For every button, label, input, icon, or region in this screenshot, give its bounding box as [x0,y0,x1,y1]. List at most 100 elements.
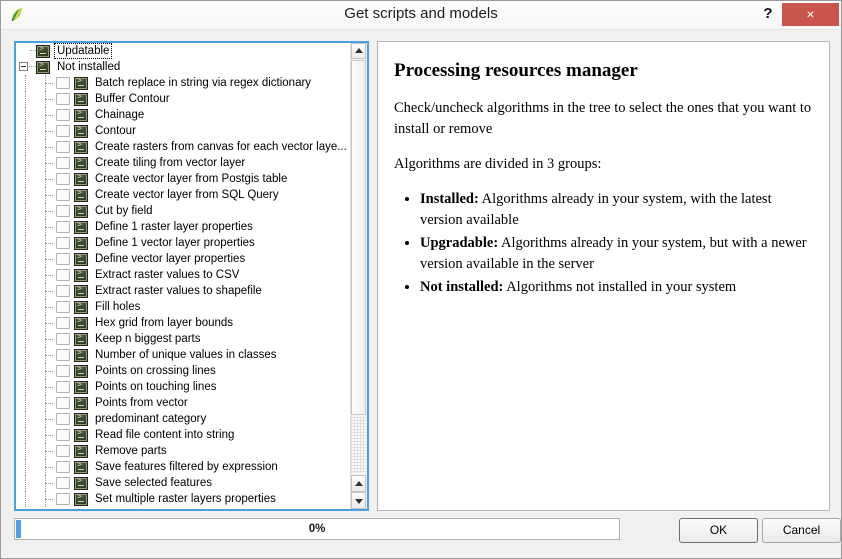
chevron-up-icon [354,480,363,486]
tree-item-row[interactable]: Create tiling from vector layer [16,155,351,171]
tree-group-row[interactable]: Not installed [16,59,351,75]
algorithms-tree[interactable]: UpdatableNot installedBatch replace in s… [14,41,369,511]
algorithm-checkbox[interactable] [56,397,70,409]
description-bullet: Upgradable: Algorithms already in your s… [420,233,813,275]
close-icon[interactable]: × [782,3,839,26]
tree-item-row[interactable]: Hex grid from layer bounds [16,315,351,331]
tree-guide-line [16,251,36,267]
script-icon [74,156,88,170]
tree-item-row[interactable]: Chainage [16,107,351,123]
cancel-button[interactable]: Cancel [762,518,841,543]
tree-item-row[interactable]: Define 1 vector layer properties [16,235,351,251]
scrollbar-up-button-top[interactable] [351,43,366,59]
scrollbar-down-button[interactable] [351,492,366,509]
collapse-toggle-icon[interactable] [16,59,36,75]
minus-icon [19,62,28,71]
scrollbar-step-buttons[interactable] [351,475,366,509]
tree-item-row[interactable]: Set multiple raster layers properties [16,491,351,507]
algorithm-checkbox[interactable] [56,445,70,457]
tree-item-row[interactable]: Read file content into string [16,427,351,443]
tree-item-row[interactable]: Fill holes [16,299,351,315]
algorithm-checkbox[interactable] [56,269,70,281]
tree-guide-line [36,283,56,299]
algorithm-checkbox[interactable] [56,349,70,361]
scrollbar-thumb[interactable] [351,60,366,415]
algorithm-checkbox[interactable] [56,221,70,233]
algorithm-checkbox[interactable] [56,173,70,185]
tree-guide-line [36,411,56,427]
algorithm-checkbox[interactable] [56,141,70,153]
algorithm-label: Create vector layer from Postgis table [95,173,288,185]
algorithm-checkbox[interactable] [56,493,70,505]
scrollbar-up-button[interactable] [351,475,366,492]
tree-scrollbar[interactable] [350,43,367,509]
algorithm-checkbox[interactable] [56,413,70,425]
expand-toggle-icon[interactable] [16,43,36,59]
algorithm-checkbox[interactable] [56,477,70,489]
tree-item-row[interactable]: Cut by field [16,203,351,219]
tree-group-row[interactable]: Updatable [16,43,351,59]
bullet-term: Upgradable: [420,235,499,252]
algorithm-checkbox[interactable] [56,93,70,105]
scrollbar-track[interactable] [351,417,366,473]
algorithm-label: Extract raster values to CSV [95,269,240,281]
algorithm-checkbox[interactable] [56,365,70,377]
algorithm-checkbox[interactable] [56,157,70,169]
tree-item-row[interactable]: Number of unique values in classes [16,347,351,363]
help-icon[interactable]: ? [763,5,773,22]
algorithm-checkbox[interactable] [56,237,70,249]
tree-guide-line [36,459,56,475]
algorithm-checkbox[interactable] [56,285,70,297]
tree-item-row[interactable]: Batch replace in string via regex dictio… [16,75,351,91]
algorithm-label: Contour [95,125,136,137]
tree-item-row[interactable]: Define 1 raster layer properties [16,219,351,235]
tree-item-row[interactable]: Create vector layer from Postgis table [16,171,351,187]
tree-item-row[interactable]: Points on touching lines [16,379,351,395]
tree-item-row[interactable]: Keep n biggest parts [16,331,351,347]
algorithm-checkbox[interactable] [56,205,70,217]
algorithm-checkbox[interactable] [56,333,70,345]
algorithm-checkbox[interactable] [56,381,70,393]
description-bullet: Installed: Algorithms already in your sy… [420,189,813,231]
bullet-text: Algorithms already in your system, but w… [420,235,807,273]
algorithm-checkbox[interactable] [56,301,70,313]
script-icon [36,60,50,74]
tree-guide-line [16,91,36,107]
tree-guide-line [36,251,56,267]
script-icon [74,188,88,202]
script-icon [74,364,88,378]
title-bar: Get scripts and models ? × [1,1,841,30]
algorithm-checkbox[interactable] [56,253,70,265]
tree-item-row[interactable]: Extract raster values to CSV [16,267,351,283]
tree-guide-line [16,203,36,219]
algorithm-checkbox[interactable] [56,109,70,121]
tree-item-row[interactable]: Save features filtered by expression [16,459,351,475]
tree-item-row[interactable]: Remove parts [16,443,351,459]
ok-button[interactable]: OK [679,518,758,543]
tree-guide-line [16,155,36,171]
tree-item-row[interactable]: Points from vector [16,395,351,411]
tree-guide-line [16,347,36,363]
algorithm-label: Buffer Contour [95,93,170,105]
tree-item-row[interactable]: Contour [16,123,351,139]
algorithm-checkbox[interactable] [56,429,70,441]
algorithm-checkbox[interactable] [56,77,70,89]
tree-item-row[interactable]: Create vector layer from SQL Query [16,187,351,203]
algorithm-checkbox[interactable] [56,317,70,329]
algorithm-checkbox[interactable] [56,125,70,137]
algorithm-label: Points on touching lines [95,381,217,393]
tree-item-row[interactable]: Points on crossing lines [16,363,351,379]
tree-item-row[interactable]: Define vector layer properties [16,251,351,267]
algorithm-checkbox[interactable] [56,461,70,473]
tree-item-row[interactable]: Extract raster values to shapefile [16,283,351,299]
tree-guide-line [16,171,36,187]
tree-item-row[interactable]: Create rasters from canvas for each vect… [16,139,351,155]
tree-item-row[interactable]: Buffer Contour [16,91,351,107]
bullet-term: Installed: [420,191,479,208]
script-icon [74,172,88,186]
tree-item-row[interactable]: Save selected features [16,475,351,491]
algorithm-label: Extract raster values to shapefile [95,285,262,297]
algorithm-checkbox[interactable] [56,189,70,201]
script-icon [74,252,88,266]
tree-item-row[interactable]: predominant category [16,411,351,427]
